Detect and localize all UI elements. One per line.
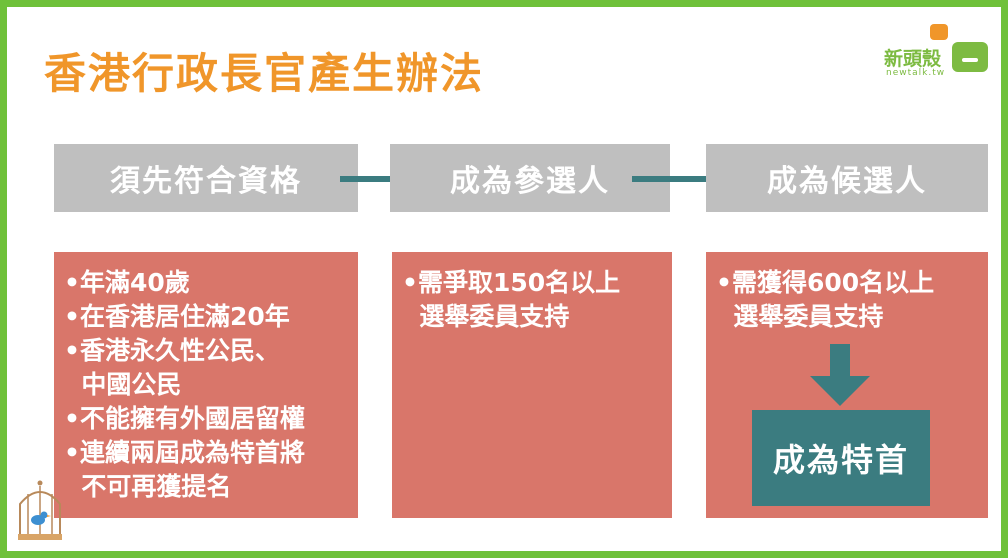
list-item: •香港永久性公民、	[64, 336, 280, 365]
down-arrow-icon	[810, 344, 870, 408]
list-item: •需獲得600名以上	[716, 268, 935, 297]
logo-url: newtalk.tw	[886, 68, 946, 78]
list-item: 中國公民	[64, 370, 182, 399]
list-item: •不能擁有外國居留權	[64, 404, 305, 433]
list-item: 選舉委員支持	[716, 302, 884, 331]
step-candidate: 成為候選人	[706, 144, 988, 212]
qualifications-panel: •年滿40歲 •在香港居住滿20年 •香港永久性公民、 中國公民 •不能擁有外國…	[54, 252, 358, 518]
list-item: •年滿40歲	[64, 268, 190, 297]
list-item: 不可再獲提名	[64, 472, 232, 501]
list-item: •需爭取150名以上	[402, 268, 621, 297]
birdcage-icon	[18, 480, 62, 540]
step-qualify: 須先符合資格	[54, 144, 358, 212]
page-title: 香港行政長官產生辦法	[44, 49, 485, 98]
step-nominee: 成為參選人	[390, 144, 670, 212]
final-chief-executive-box: 成為特首	[752, 410, 930, 506]
list-item: •在香港居住滿20年	[64, 302, 290, 331]
logo-green-bubble-icon	[952, 42, 988, 72]
logo-name: 新頭殼	[884, 48, 942, 70]
nominee-panel: •需爭取150名以上 選舉委員支持	[392, 252, 672, 518]
list-item: •連續兩屆成為特首將	[64, 438, 305, 467]
logo-orange-bubble-icon	[930, 24, 948, 40]
newtalk-logo: 新頭殼 newtalk.tw	[884, 22, 994, 82]
list-item: 選舉委員支持	[402, 302, 570, 331]
